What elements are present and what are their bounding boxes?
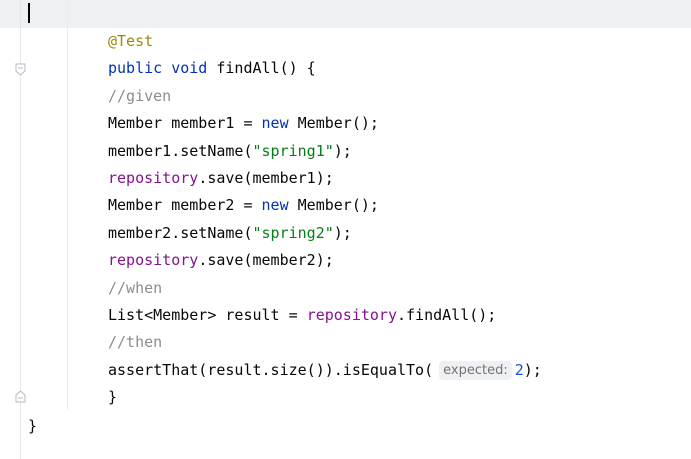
- fold-open-icon[interactable]: [15, 63, 26, 76]
- code-token: .save(member2);: [198, 251, 334, 270]
- fold-close-icon[interactable]: [15, 390, 26, 403]
- code-line-class-close[interactable]: }: [28, 417, 38, 435]
- indent-guide: [67, 0, 68, 410]
- code-token: [162, 59, 171, 77]
- code-line[interactable]: member1.setName("spring1");: [108, 141, 352, 161]
- code-line[interactable]: List<Member> result = repository.findAll…: [108, 305, 496, 325]
- code-token: );: [523, 360, 542, 379]
- code-token: );: [333, 223, 352, 242]
- code-line[interactable]: assertThat(result.size()).isEqualTo( expe…: [108, 360, 542, 380]
- code-line[interactable]: @Test: [108, 31, 153, 51]
- code-line[interactable]: Member member1 = new Member();: [108, 113, 379, 133]
- code-token: 2: [514, 360, 524, 379]
- code-token: member1.setName(: [108, 141, 253, 160]
- code-token: @Test: [108, 32, 154, 50]
- code-token: );: [333, 141, 352, 160]
- parameter-hint: expected:: [439, 360, 512, 380]
- gutter-divider: [20, 0, 21, 459]
- code-token: }: [108, 388, 118, 407]
- code-token: //given: [108, 86, 172, 105]
- code-line[interactable]: Member member2 = new Member();: [108, 195, 379, 215]
- code-token: repository: [306, 306, 397, 324]
- code-line[interactable]: //then: [108, 332, 162, 352]
- text-caret: [28, 3, 30, 23]
- code-line[interactable]: //given: [108, 86, 171, 106]
- code-line[interactable]: }: [108, 387, 117, 407]
- code-token: repository: [108, 169, 199, 187]
- code-token: public: [108, 59, 163, 78]
- code-token: findAll() {: [207, 59, 316, 78]
- code-line[interactable]: repository.save(member1);: [108, 168, 334, 188]
- code-token: //then: [108, 333, 163, 352]
- code-token: assertThat(result.size()).isEqualTo(: [108, 360, 434, 379]
- code-token: "spring1": [252, 141, 334, 160]
- code-token: void: [171, 59, 208, 78]
- code-token: Member member2 =: [108, 196, 262, 215]
- code-token: new: [261, 114, 289, 133]
- code-token: Member();: [288, 114, 379, 133]
- code-token: //when: [108, 278, 163, 297]
- code-token: "spring2": [252, 223, 334, 242]
- code-token: repository: [108, 251, 199, 270]
- code-line[interactable]: public void findAll() {: [108, 58, 316, 78]
- code-token: Member member1 =: [108, 114, 262, 133]
- code-token: .save(member1);: [198, 169, 334, 187]
- current-line-highlight: [0, 0, 691, 28]
- code-token: Member();: [288, 196, 379, 215]
- code-token: .findAll();: [397, 306, 497, 324]
- code-line[interactable]: member2.setName("spring2");: [108, 223, 352, 243]
- code-token: member2.setName(: [108, 223, 253, 242]
- code-line[interactable]: repository.save(member2);: [108, 250, 334, 270]
- code-token: new: [261, 196, 289, 215]
- code-token: List<Member> result =: [108, 306, 307, 324]
- code-line[interactable]: //when: [108, 278, 162, 298]
